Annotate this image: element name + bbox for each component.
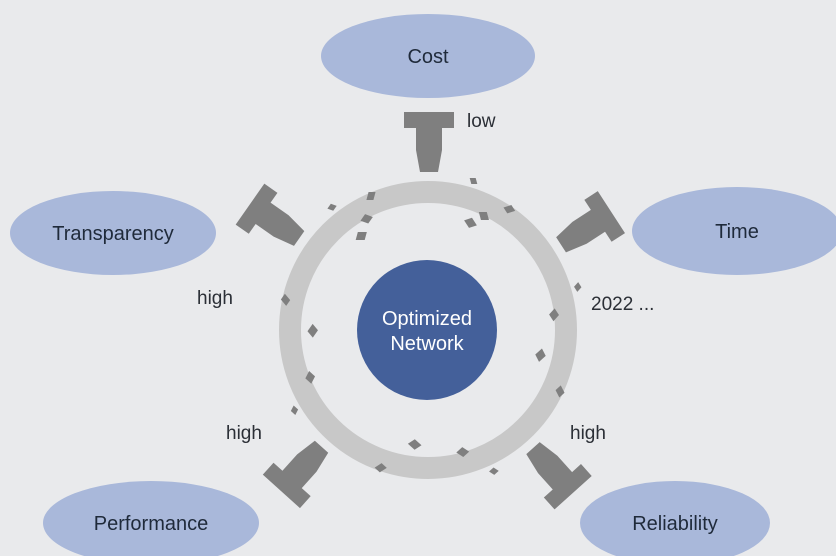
- cost-node-label: Cost: [407, 46, 449, 68]
- transparency-link-segment: [307, 323, 318, 338]
- transparency-link-segment: [360, 214, 373, 224]
- performance-link-segment: [305, 370, 316, 384]
- transparency-link-segment: [280, 293, 291, 306]
- performance-value-label: high: [226, 423, 262, 444]
- time-value-label: 2022 ...: [591, 294, 654, 315]
- center-circle: [357, 260, 497, 400]
- center-label-line2: Network: [390, 333, 464, 355]
- reliability-plug-icon: [526, 442, 592, 510]
- cost-link-segment: [469, 178, 478, 184]
- time-link-segment: [549, 308, 559, 322]
- time-node: [632, 187, 836, 275]
- time-link-segment: [503, 204, 516, 214]
- time-link-segment: [464, 217, 477, 228]
- performance-plug-icon: [262, 440, 329, 509]
- transparency-plug-icon: [235, 183, 305, 246]
- performance-link-segment: [374, 463, 387, 473]
- center-label-line1: Optimized: [382, 308, 472, 330]
- cost-connector: [355, 112, 489, 240]
- transparency-connector: [235, 183, 373, 338]
- cost-node: [321, 14, 535, 98]
- performance-node-label: Performance: [94, 513, 209, 535]
- cost-plug-icon: [404, 112, 454, 172]
- transparency-link-segment: [327, 203, 337, 211]
- time-link-segment: [574, 282, 582, 292]
- reliability-link-segment: [456, 447, 470, 458]
- reliability-node-label: Reliability: [632, 513, 718, 535]
- performance-node: [43, 481, 259, 556]
- reliability-node: [580, 481, 770, 556]
- time-node-label: Time: [715, 221, 759, 243]
- transparency-value-label: high: [197, 288, 233, 309]
- time-plug-icon: [556, 191, 625, 253]
- reliability-value-label: high: [570, 423, 606, 444]
- performance-link-segment: [290, 405, 299, 416]
- reliability-link-segment: [489, 467, 499, 475]
- transparency-node-label: Transparency: [52, 223, 174, 245]
- reliability-link-segment: [535, 348, 546, 362]
- time-connector: [464, 191, 625, 322]
- outer-ring: [279, 181, 577, 479]
- reliability-link-segment: [555, 385, 565, 398]
- performance-connector: [262, 370, 422, 509]
- transparency-node: [10, 191, 216, 275]
- reliability-connector: [456, 348, 592, 510]
- cost-link-segment: [478, 212, 489, 220]
- cost-link-segment: [355, 232, 367, 240]
- performance-link-segment: [407, 439, 422, 450]
- cost-link-segment: [366, 192, 376, 200]
- cost-value-label: low: [467, 111, 496, 132]
